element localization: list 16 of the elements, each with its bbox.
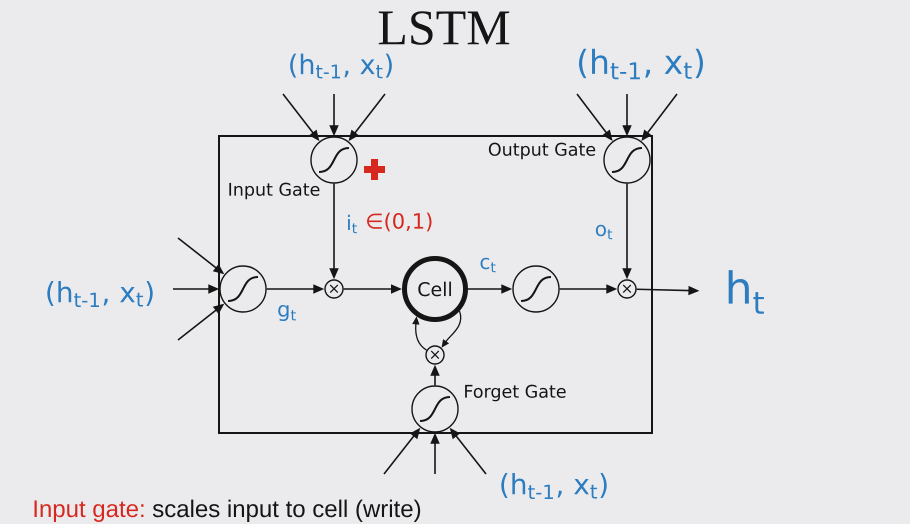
edge-label: i$_{t}$ xyxy=(345,214,359,234)
sigmoid-circle xyxy=(219,265,267,313)
handwritten-note: ∈(0,1) xyxy=(367,212,432,232)
gate-label: Input Gate xyxy=(229,182,320,200)
gate-label: Output Gate xyxy=(488,142,596,160)
term-label: Input gate: xyxy=(34,500,144,522)
sigmoid-circle xyxy=(512,265,560,313)
gate-label: Forget Gate xyxy=(465,384,566,402)
handwritten-label: (h$_{t-1}$, x$_{t}$) xyxy=(501,472,607,499)
frame-box xyxy=(218,135,653,434)
handwritten-label: h$_{t}$ xyxy=(728,270,764,314)
sigmoid-circle xyxy=(603,136,651,184)
title: LSTM xyxy=(378,11,510,45)
sigmoid-circle xyxy=(310,136,358,184)
edge-label: g$_{t}$ xyxy=(276,304,298,322)
sigmoid-circle xyxy=(411,385,459,433)
